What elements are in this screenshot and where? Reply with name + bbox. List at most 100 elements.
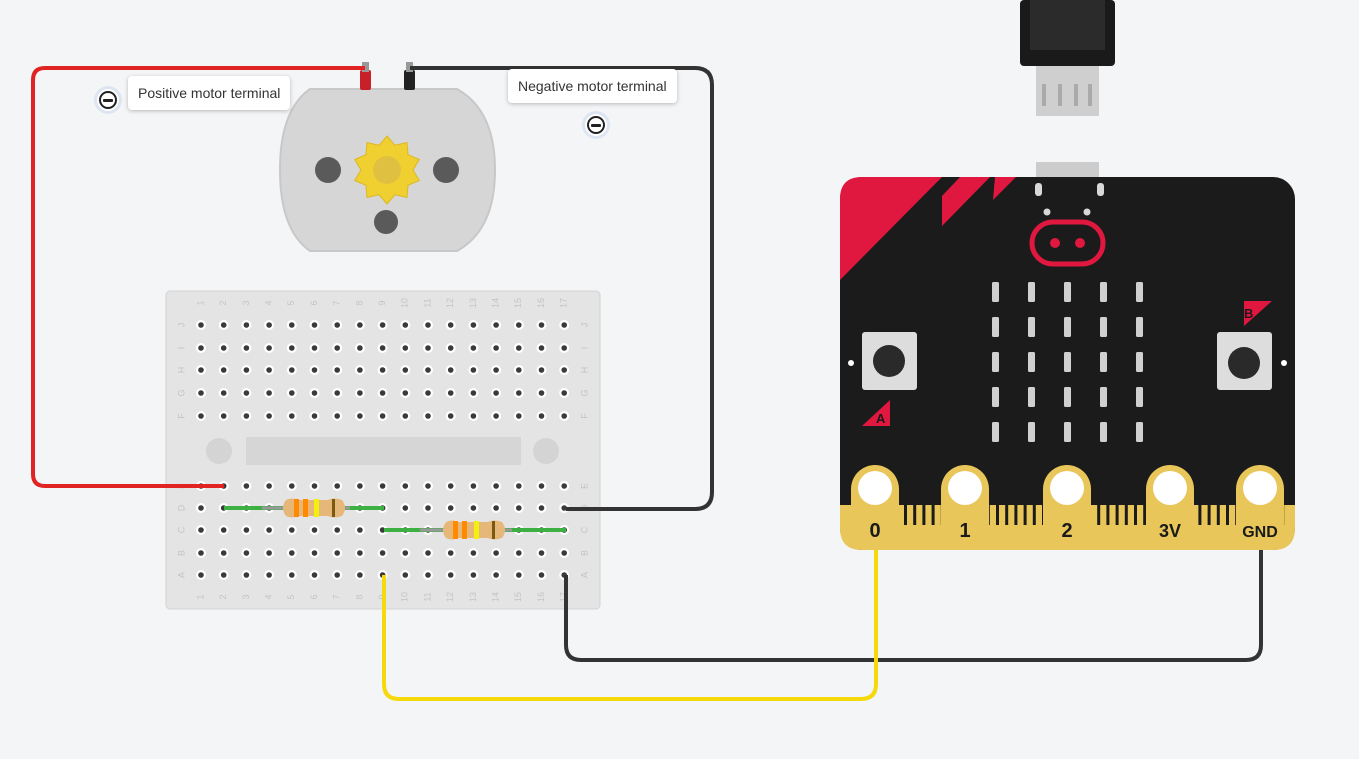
breadboard-hole[interactable] bbox=[402, 345, 409, 351]
breadboard-hole[interactable] bbox=[357, 550, 363, 556]
breadboard-hole[interactable] bbox=[311, 413, 318, 419]
positive-motor-terminal[interactable] bbox=[360, 70, 371, 90]
breadboard-hole[interactable] bbox=[334, 413, 341, 419]
breadboard-hole[interactable] bbox=[289, 390, 295, 396]
remove-positive-annotation-icon[interactable] bbox=[97, 89, 119, 111]
breadboard-hole[interactable] bbox=[243, 550, 250, 556]
breadboard-hole[interactable] bbox=[447, 483, 454, 489]
breadboard-hole[interactable] bbox=[289, 345, 295, 351]
breadboard-hole[interactable] bbox=[402, 505, 409, 511]
breadboard-hole[interactable] bbox=[266, 413, 272, 419]
breadboard-hole[interactable] bbox=[538, 390, 545, 396]
breadboard-hole[interactable] bbox=[425, 572, 431, 578]
red-wire[interactable] bbox=[31, 66, 365, 488]
wires[interactable] bbox=[31, 66, 1263, 701]
dc-motor[interactable] bbox=[278, 62, 497, 252]
breadboard-hole[interactable] bbox=[425, 413, 431, 419]
breadboard-hole[interactable] bbox=[334, 345, 341, 351]
breadboard-hole[interactable] bbox=[561, 390, 567, 396]
breadboard-hole[interactable] bbox=[447, 322, 454, 328]
pin-GND-hole[interactable] bbox=[1243, 471, 1277, 505]
breadboard-hole[interactable] bbox=[516, 322, 522, 328]
pin-1-hole[interactable] bbox=[948, 471, 982, 505]
breadboard-hole[interactable] bbox=[334, 550, 341, 556]
breadboard-hole[interactable] bbox=[561, 322, 567, 328]
breadboard-hole[interactable] bbox=[538, 550, 545, 556]
breadboard-hole[interactable] bbox=[357, 527, 363, 533]
breadboard-hole[interactable] bbox=[220, 367, 227, 373]
breadboard-hole[interactable] bbox=[402, 322, 409, 328]
breadboard-hole[interactable] bbox=[402, 483, 409, 489]
breadboard-hole[interactable] bbox=[425, 322, 431, 328]
breadboard-hole[interactable] bbox=[334, 483, 341, 489]
breadboard-hole[interactable] bbox=[493, 413, 499, 419]
breadboard-hole[interactable] bbox=[289, 572, 295, 578]
breadboard-hole[interactable] bbox=[402, 572, 409, 578]
breadboard-hole[interactable] bbox=[379, 390, 386, 396]
breadboard-hole[interactable] bbox=[516, 483, 522, 489]
breadboard-hole[interactable] bbox=[402, 550, 409, 556]
breadboard-hole[interactable] bbox=[243, 572, 250, 578]
breadboard-hole[interactable] bbox=[311, 322, 318, 328]
breadboard-hole[interactable] bbox=[243, 367, 250, 373]
black-wire-gnd[interactable] bbox=[564, 545, 1263, 662]
pin-0-hole[interactable] bbox=[858, 471, 892, 505]
yellow-wire[interactable] bbox=[382, 545, 878, 701]
button-a[interactable]: A bbox=[848, 332, 917, 426]
breadboard-hole[interactable] bbox=[243, 413, 250, 419]
breadboard-hole[interactable] bbox=[198, 550, 204, 556]
breadboard-hole[interactable] bbox=[198, 527, 204, 533]
breadboard-hole[interactable] bbox=[266, 483, 272, 489]
breadboard-hole[interactable] bbox=[198, 505, 204, 511]
breadboard-hole[interactable] bbox=[334, 390, 341, 396]
breadboard-hole[interactable] bbox=[493, 367, 499, 373]
breadboard-hole[interactable] bbox=[538, 345, 545, 351]
breadboard-hole[interactable] bbox=[425, 345, 431, 351]
breadboard-hole[interactable] bbox=[357, 572, 363, 578]
breadboard-hole[interactable] bbox=[447, 345, 454, 351]
breadboard-hole[interactable] bbox=[561, 483, 567, 489]
breadboard-hole[interactable] bbox=[493, 345, 499, 351]
breadboard-hole[interactable] bbox=[470, 390, 477, 396]
breadboard-hole[interactable] bbox=[447, 413, 454, 419]
breadboard-hole[interactable] bbox=[289, 550, 295, 556]
breadboard-hole[interactable] bbox=[311, 550, 318, 556]
breadboard-hole[interactable] bbox=[243, 345, 250, 351]
breadboard-hole[interactable] bbox=[334, 322, 341, 328]
breadboard-hole[interactable] bbox=[289, 367, 295, 373]
breadboard-hole[interactable] bbox=[470, 505, 477, 511]
breadboard-hole[interactable] bbox=[425, 367, 431, 373]
breadboard-hole[interactable] bbox=[470, 322, 477, 328]
breadboard-hole[interactable] bbox=[311, 367, 318, 373]
breadboard-hole[interactable] bbox=[266, 345, 272, 351]
breadboard-hole[interactable] bbox=[357, 367, 363, 373]
breadboard-hole[interactable] bbox=[266, 572, 272, 578]
breadboard-hole[interactable] bbox=[516, 505, 522, 511]
breadboard-hole[interactable] bbox=[379, 367, 386, 373]
breadboard-hole[interactable] bbox=[470, 367, 477, 373]
breadboard-hole[interactable] bbox=[379, 345, 386, 351]
negative-motor-terminal[interactable] bbox=[404, 70, 415, 90]
breadboard-hole[interactable] bbox=[493, 322, 499, 328]
black-wire-motor[interactable] bbox=[410, 66, 714, 511]
breadboard-hole[interactable] bbox=[561, 367, 567, 373]
breadboard-hole[interactable] bbox=[266, 527, 272, 533]
breadboard-hole[interactable] bbox=[311, 345, 318, 351]
breadboard-hole[interactable] bbox=[493, 390, 499, 396]
breadboard-hole[interactable] bbox=[220, 527, 227, 533]
breadboard-hole[interactable] bbox=[220, 322, 227, 328]
breadboard-hole[interactable] bbox=[470, 413, 477, 419]
breadboard-hole[interactable] bbox=[357, 345, 363, 351]
breadboard-hole[interactable] bbox=[198, 572, 204, 578]
breadboard-hole[interactable] bbox=[266, 390, 272, 396]
breadboard-hole[interactable] bbox=[289, 527, 295, 533]
breadboard-hole[interactable] bbox=[516, 367, 522, 373]
breadboard-hole[interactable] bbox=[493, 572, 499, 578]
breadboard-hole[interactable] bbox=[561, 505, 567, 511]
breadboard-hole[interactable] bbox=[538, 367, 545, 373]
breadboard-hole[interactable] bbox=[220, 572, 227, 578]
breadboard-hole[interactable] bbox=[198, 345, 204, 351]
breadboard-hole[interactable] bbox=[220, 345, 227, 351]
